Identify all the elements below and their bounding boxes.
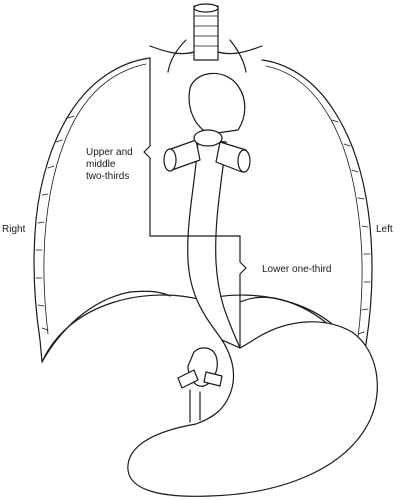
label-upper-middle-line3: two-thirds — [86, 171, 130, 182]
lower-bracket — [239, 235, 247, 349]
label-left: Left — [376, 224, 393, 235]
esophagus — [187, 139, 241, 349]
trachea — [149, 3, 263, 61]
label-right: Right — [2, 224, 26, 235]
left-lung — [239, 59, 373, 365]
stomach — [127, 321, 378, 497]
right-lung — [33, 57, 171, 363]
celiac-vessel — [177, 347, 223, 423]
label-upper-middle-line1: Upper and — [86, 147, 133, 158]
label-upper-middle: Upper and middle two-thirds — [86, 147, 133, 183]
label-upper-middle-line2: middle — [86, 159, 116, 170]
label-lower-one-third: Lower one-third — [262, 264, 332, 275]
bronchi — [163, 129, 251, 173]
aortic-arch — [167, 39, 247, 135]
upper-middle-bracket — [143, 57, 241, 237]
